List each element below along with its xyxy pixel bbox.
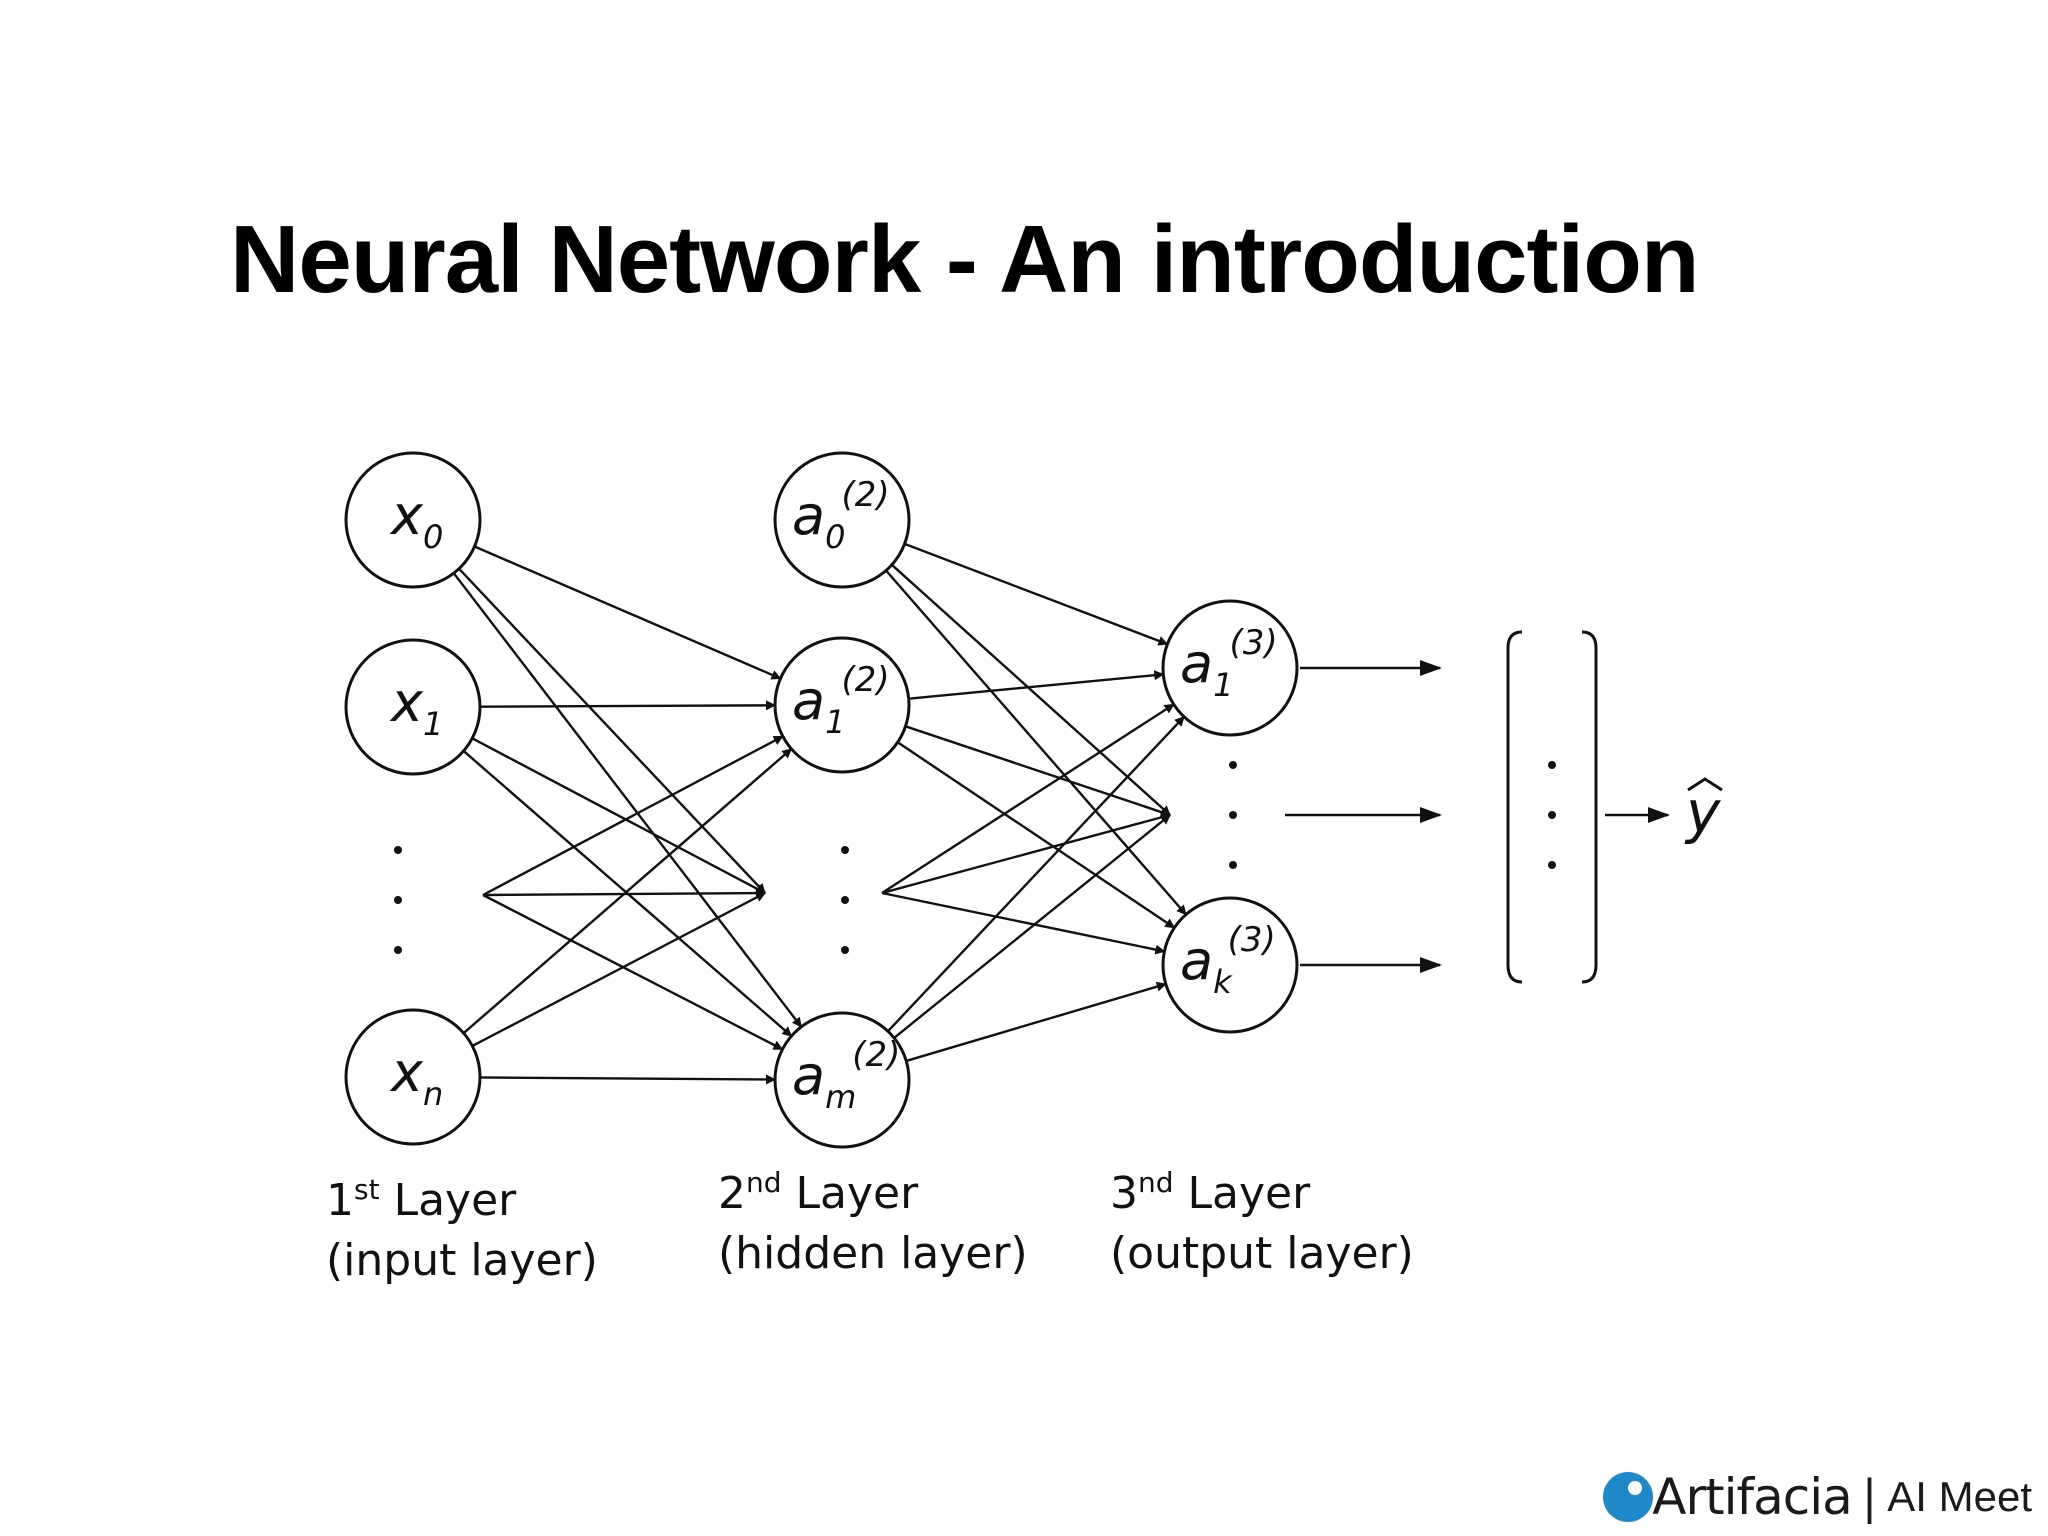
layer-3-role: (output layer): [1110, 1228, 1414, 1279]
edge-l1-3-l2-1: [471, 891, 766, 1048]
node-am_2: am(2): [773, 1011, 911, 1149]
edge-l2-1-l3-0: [908, 670, 1165, 700]
input-ellipsis-dot-2: [394, 946, 402, 954]
edge-l2-0-l3-2: [885, 569, 1187, 916]
node-x1: x1: [344, 638, 482, 776]
node-label: xn: [389, 1041, 443, 1113]
node-label: x0: [389, 484, 443, 556]
connection-edges: [452, 542, 1187, 1085]
vector-ellipsis-dot-2: [1548, 861, 1556, 869]
edge-l1-1-l2-1: [471, 737, 766, 895]
edge-l1-0-l2-2: [452, 572, 803, 1028]
edge-l1-0-l2-0: [474, 545, 782, 680]
hidden-ellipsis-dot-0: [841, 846, 849, 854]
edge-l2-3-l3-2: [905, 981, 1167, 1063]
node-circle: [344, 451, 482, 589]
network-nodes: x0 x1 xn a0(2) a1(2) am(2) a1(3) ak(3): [344, 451, 1299, 1149]
layer-2-role: (hidden layer): [718, 1228, 1028, 1279]
output-ellipsis-dot-2: [1229, 861, 1237, 869]
output-arrows: [1285, 660, 1442, 973]
brand-name: Artifacia: [1652, 1468, 1853, 1526]
layer-labels: 1st Layer (input layer) 2nd Layer (hidde…: [326, 1166, 1414, 1286]
edge-l2-3-l3-1: [893, 814, 1171, 1039]
brand-footer: Artifacia | AI Meet: [1602, 1468, 2032, 1526]
node-a0_2: a0(2): [773, 451, 911, 589]
hidden-ellipsis-dot-1: [841, 896, 849, 904]
node-label: ak(3): [1180, 920, 1276, 1001]
layer-1-role: (input layer): [326, 1235, 598, 1286]
edge-l2-0-l3-0: [904, 542, 1169, 646]
node-circle: [773, 1011, 911, 1149]
hidden-ellipsis-dot-2: [841, 946, 849, 954]
brand-event: AI Meet: [1887, 1473, 2032, 1520]
vector-ellipsis-dot-0: [1548, 761, 1556, 769]
brand-separator: |: [1861, 1470, 1878, 1524]
artifacia-logo-icon: [1603, 1472, 1654, 1522]
input-ellipsis-dot-1: [394, 896, 402, 904]
edge-l2-1-l3-1: [905, 725, 1171, 817]
layer-1-title: 1st Layer: [326, 1173, 517, 1226]
node-circle: [773, 451, 911, 589]
edge-l1-3-l2-0: [462, 747, 793, 1035]
node-a1_3: a1(3): [1161, 599, 1299, 737]
node-label: a1(2): [792, 660, 890, 741]
output-ellipsis-dot-1: [1229, 811, 1237, 819]
edge-l1-0-l2-1: [458, 567, 766, 894]
node-circle: [773, 636, 911, 774]
node-a1_2: a1(2): [773, 636, 911, 774]
node-circle: [344, 1008, 482, 1146]
input-ellipsis-dot-0: [394, 846, 402, 854]
edge-l2-0-l3-1: [891, 563, 1171, 816]
node-x0: x0: [344, 451, 482, 589]
node-circle: [1161, 599, 1299, 737]
node-label: a0(2): [792, 475, 890, 556]
output-vector-bracket: [1506, 630, 1598, 984]
ellipsis-dots: [394, 761, 1556, 954]
output-ellipsis-dot-0: [1229, 761, 1237, 769]
edge-l1-1-l2-0: [479, 700, 777, 711]
edge-l2-2-l3-1: [881, 812, 1171, 895]
edge-l2-2-l3-2: [881, 891, 1166, 955]
node-label: x1: [389, 671, 443, 743]
slide-title: Neural Network - An introduction: [230, 206, 1699, 313]
node-label: a1(3): [1180, 623, 1278, 704]
edge-l1-2-l2-0: [482, 735, 784, 897]
edge-l2-2-l3-0: [881, 703, 1175, 895]
layer-3-title: 3nd Layer: [1110, 1166, 1311, 1219]
edge-l2-1-l3-2: [896, 741, 1176, 929]
vector-ellipsis-dot-1: [1548, 811, 1556, 819]
node-circle: [1161, 896, 1299, 1034]
layer-2-title: 2nd Layer: [718, 1166, 919, 1219]
node-xn: xn: [344, 1008, 482, 1146]
node-circle: [344, 638, 482, 776]
edge-l1-3-l2-2: [479, 1074, 777, 1085]
edge-l1-2-l2-2: [482, 893, 784, 1051]
hat-accent: [1687, 777, 1723, 792]
edge-l2-3-l3-0: [887, 715, 1185, 1033]
prediction-output: y: [1605, 777, 1723, 846]
node-ak_3: ak(3): [1161, 896, 1299, 1034]
node-label: am(2): [792, 1035, 900, 1116]
